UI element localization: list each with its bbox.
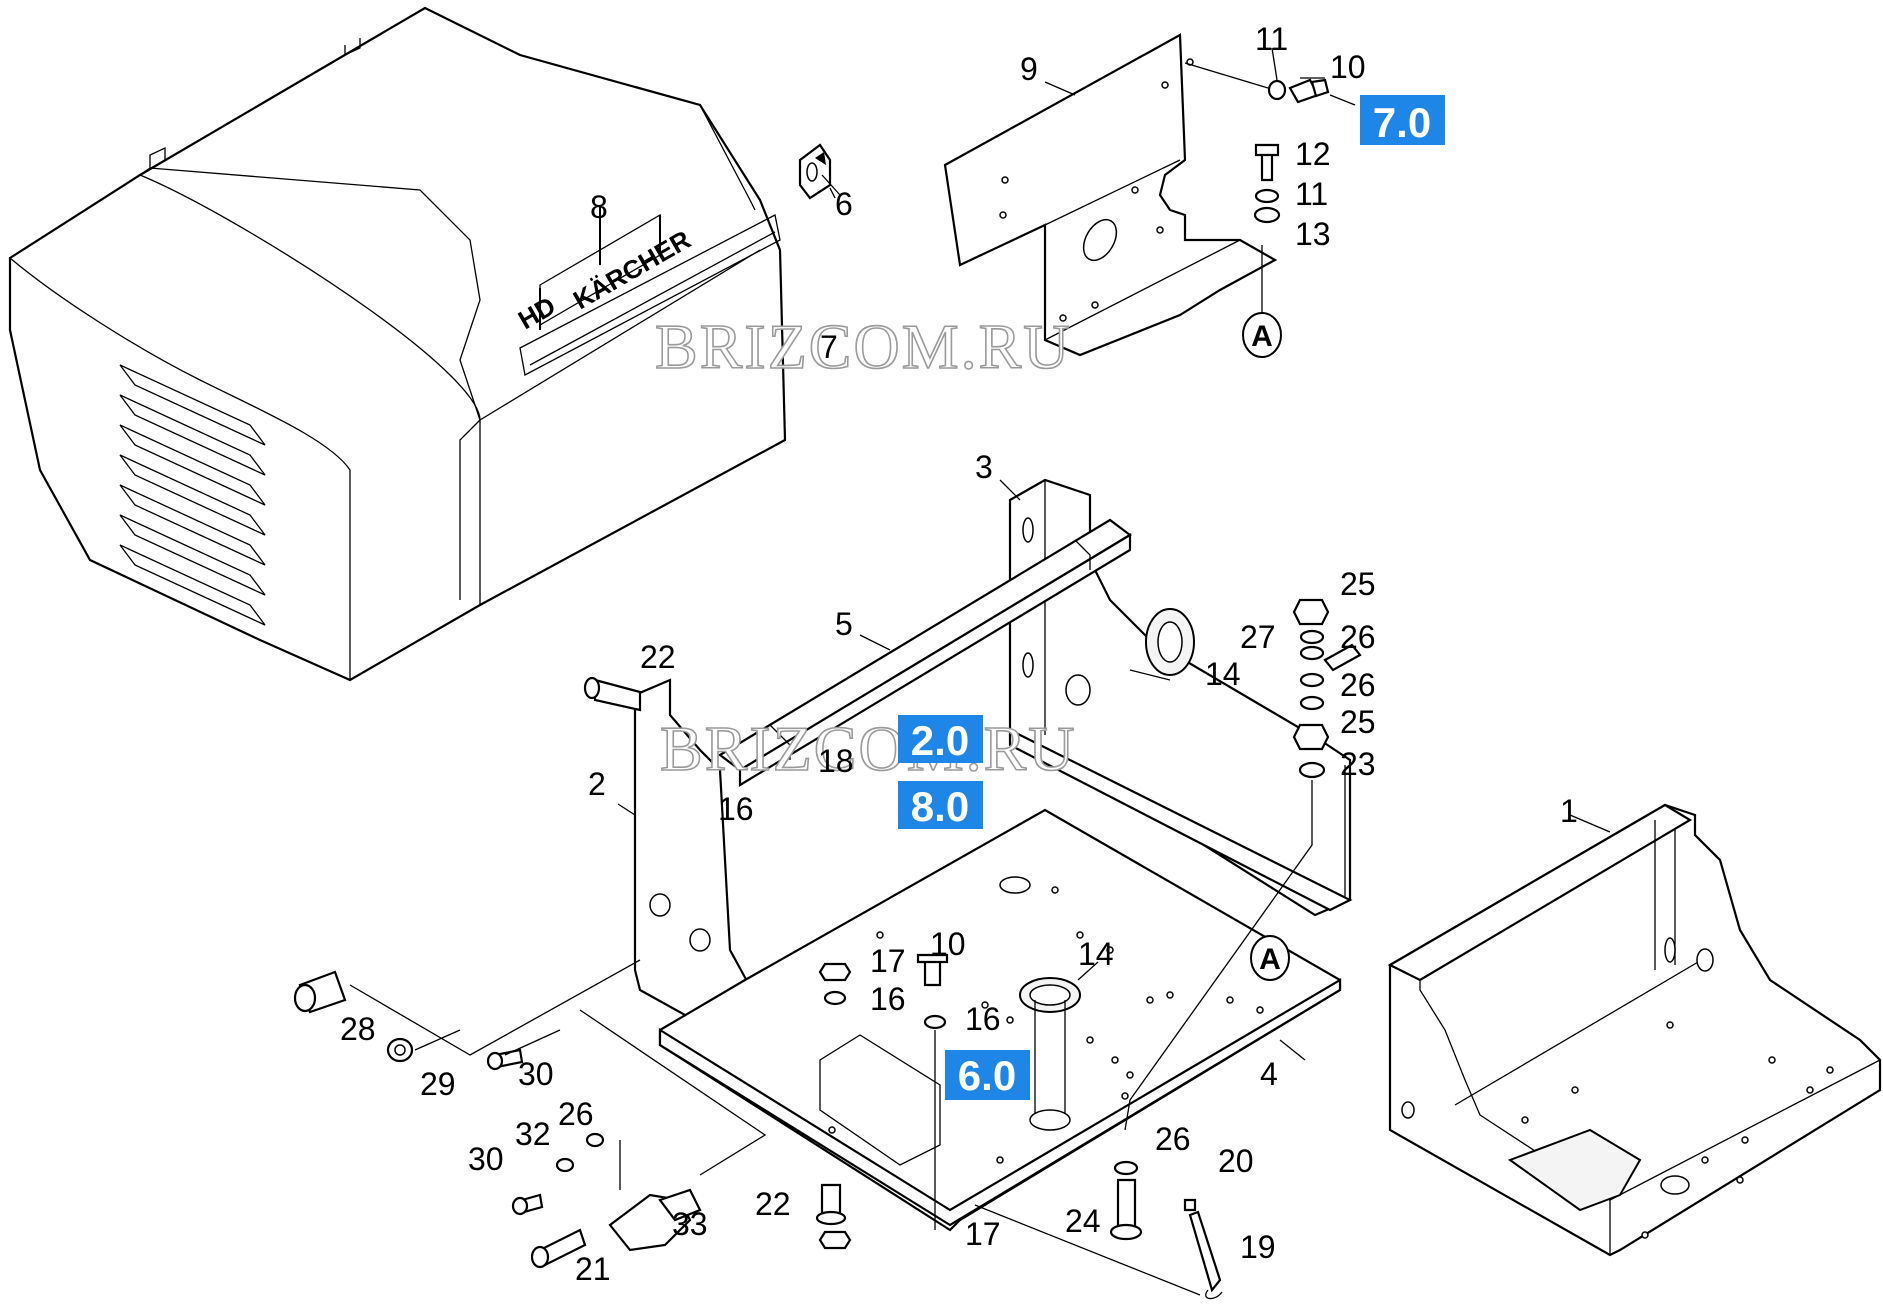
- part-label-30-lower: 30: [468, 1141, 504, 1177]
- crossbar-5: [718, 518, 1132, 787]
- ref-box-7-text: 7.0: [1373, 99, 1431, 146]
- part-label-19: 19: [1240, 1229, 1276, 1265]
- part-label-16-left: 16: [870, 981, 906, 1017]
- part-label-10-top: 10: [1330, 49, 1366, 85]
- part-label-12: 12: [1295, 136, 1331, 172]
- marker-a-bottom-text: A: [1259, 943, 1281, 976]
- part-label-16-upper: 16: [718, 791, 754, 827]
- part-label-28: 28: [340, 1011, 376, 1047]
- base-plate-4: [658, 808, 1342, 1232]
- gasket-14: [1129, 608, 1195, 681]
- ref-box-6[interactable]: 6.0: [945, 1050, 1030, 1100]
- part-label-20: 20: [1218, 1143, 1254, 1179]
- part-label-23: 23: [1340, 746, 1376, 782]
- part-label-25-upper: 25: [1340, 566, 1376, 602]
- leader-lines: [599, 47, 1611, 1061]
- part-label-26-b: 26: [1340, 667, 1376, 703]
- ref-box-8-text: 8.0: [911, 783, 969, 830]
- part-label-11-middle: 11: [1295, 176, 1328, 212]
- part-label-33: 33: [672, 1206, 708, 1242]
- ref-box-2[interactable]: 2.0: [898, 715, 983, 764]
- part-label-11-top: 11: [1255, 21, 1288, 57]
- part-label-6: 6: [835, 186, 853, 222]
- part-label-3: 3: [975, 449, 993, 485]
- part-label-7: 7: [820, 329, 838, 365]
- part-label-32: 32: [515, 1116, 551, 1152]
- part-label-26-c: 26: [1155, 1121, 1191, 1157]
- marker-a-bottom: A: [1250, 935, 1290, 981]
- part-label-14-lower: 14: [1078, 936, 1114, 972]
- part-label-17-upper: 17: [870, 943, 906, 979]
- part-label-14-upper: 14: [1205, 656, 1241, 692]
- part-labels: 1 2 3 4 5 6 7 8 9 10 10 11 11 12 13 14 1…: [340, 21, 1578, 1287]
- part-label-2: 2: [588, 766, 606, 802]
- part-label-4: 4: [1260, 1056, 1278, 1092]
- part-label-1: 1: [1560, 793, 1578, 829]
- ref-box-6-text: 6.0: [958, 1052, 1016, 1099]
- part-label-9: 9: [1020, 51, 1038, 87]
- ref-box-7[interactable]: 7.0: [1360, 95, 1445, 146]
- frame-assembly-1: [1387, 803, 1882, 1257]
- watermark-middle: BRIZCOM.RU: [660, 713, 1077, 784]
- watermark-top: BRIZCOM.RU: [655, 311, 1072, 382]
- part-label-16-right: 16: [965, 1001, 1001, 1037]
- ref-box-2-text: 2.0: [911, 717, 969, 764]
- hardware-stack-23-27: [1124, 598, 1362, 1131]
- part-label-13: 13: [1295, 216, 1331, 252]
- part-label-26-a: 26: [1340, 619, 1376, 655]
- marker-a-top-text: A: [1251, 320, 1273, 353]
- part-label-27: 27: [1240, 619, 1276, 655]
- machine-cover: KÄRCHER HD: [8, 6, 841, 682]
- part-label-17-lower: 17: [965, 1216, 1001, 1252]
- part-label-30-upper: 30: [518, 1056, 554, 1092]
- part-label-8: 8: [590, 189, 608, 225]
- part-label-5: 5: [835, 606, 853, 642]
- part-label-10-bottom: 10: [930, 926, 966, 962]
- part-label-29: 29: [420, 1066, 456, 1102]
- part-label-22-lower: 22: [755, 1186, 791, 1222]
- part-label-21: 21: [575, 1251, 611, 1287]
- mounting-bracket-9: [943, 33, 1278, 357]
- part-label-24: 24: [1065, 1203, 1101, 1239]
- part-label-25-lower: 25: [1340, 704, 1376, 740]
- part-label-22-upper: 22: [640, 639, 676, 675]
- ref-box-8[interactable]: 8.0: [898, 781, 983, 830]
- part-label-26-d: 26: [558, 1096, 594, 1132]
- part-label-18: 18: [818, 743, 854, 779]
- base-hardware: [815, 953, 1223, 1300]
- frame-side-3: [1008, 478, 1353, 917]
- fittings-left: [293, 676, 767, 1269]
- hardware-10-11-12-13: [1184, 62, 1356, 330]
- marker-a-top: A: [1242, 312, 1282, 358]
